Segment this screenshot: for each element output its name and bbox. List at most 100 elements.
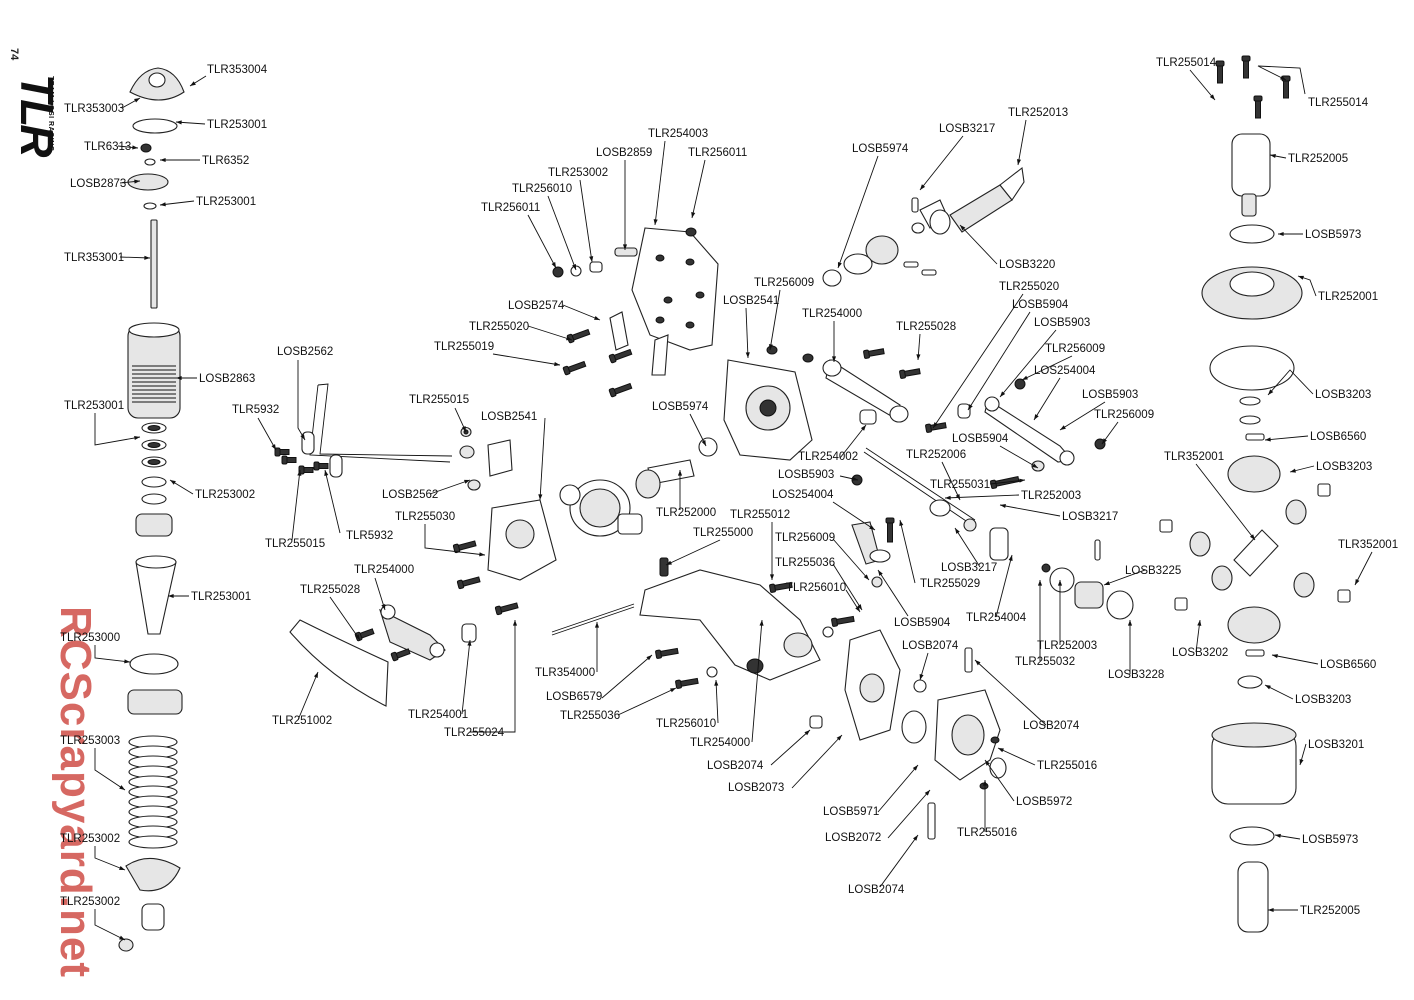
hub-bore: [951, 714, 985, 756]
leader-arrowhead: [1249, 534, 1255, 540]
shock-end: [141, 903, 165, 931]
part-label: TLR252005: [1288, 153, 1348, 165]
part-label: LOSB3220: [999, 259, 1055, 271]
leader-arrowhead: [324, 470, 329, 476]
leader-arrowhead: [852, 476, 858, 481]
part-label: LOSB6560: [1320, 659, 1376, 671]
spring-coil: [128, 835, 178, 849]
part-label: LOSB2074: [848, 884, 905, 896]
leader-line: [995, 554, 1013, 618]
leader-line: [999, 329, 1057, 398]
part-label: TLR255019: [434, 341, 494, 353]
part-label: TLR353003: [64, 103, 124, 115]
outdrive-cup: [989, 527, 1009, 561]
screw-shank: [570, 328, 591, 341]
leader-arrowhead: [745, 352, 750, 358]
dogbone: [863, 451, 973, 526]
part-label: LOSB2541: [723, 295, 779, 307]
leader-arrowhead: [1355, 579, 1360, 585]
leader-line: [1257, 65, 1306, 95]
leader-line: [94, 748, 126, 791]
tower-stud: [614, 247, 638, 257]
leader-line: [429, 479, 471, 495]
leader-arrowhead: [855, 606, 860, 612]
screw-shank: [678, 677, 699, 688]
leader-arrowhead: [622, 244, 628, 250]
o-ring: [843, 253, 873, 275]
shock-boot: [135, 561, 177, 635]
screw-head: [608, 353, 617, 364]
leader-arrowhead: [1057, 580, 1063, 586]
o-ring-hole: [147, 442, 161, 448]
part-label: TLR5932: [232, 404, 279, 416]
leader-arrowhead: [355, 634, 360, 640]
part-label: TLR254001: [408, 709, 468, 721]
cv-boot: [949, 184, 1013, 233]
diff-shim-block: [1317, 483, 1331, 497]
leader-line: [689, 413, 707, 447]
outdrive-cup-bottom: [1237, 861, 1269, 933]
leader-line: [1354, 551, 1373, 586]
washer: [706, 666, 718, 678]
screw-head: [1241, 55, 1251, 62]
spider-gear: [1189, 531, 1211, 557]
dogbone-edge: [865, 447, 976, 521]
leader-line: [527, 325, 573, 341]
screw-head: [456, 579, 465, 590]
screw-shank: [1283, 79, 1289, 99]
diff-spool: [1106, 590, 1134, 620]
washer: [144, 158, 156, 166]
nut: [1014, 378, 1026, 390]
leader-arrowhead: [912, 765, 918, 771]
leader-arrowhead: [836, 735, 842, 741]
leader-arrowhead: [464, 479, 470, 484]
part-label: TLR255032: [1015, 656, 1075, 668]
part-label: LOSB2541: [481, 411, 537, 423]
leader-line: [877, 764, 919, 813]
part-label: TLR256011: [688, 147, 747, 159]
screw-head: [281, 455, 288, 465]
part-label: TLR255000: [693, 527, 753, 539]
part-label: LOSB5973: [1305, 229, 1361, 241]
leader-line: [999, 445, 1039, 469]
set-screw: [298, 465, 314, 475]
part-label: TLR353004: [207, 64, 268, 76]
screw: [390, 648, 411, 662]
screw: [655, 647, 679, 659]
diff-outdrive: [617, 513, 643, 535]
leader-arrowhead: [119, 865, 125, 870]
part-label: LOSB5903: [778, 469, 834, 481]
leader-arrowhead: [714, 680, 719, 686]
screw: [885, 517, 895, 543]
leader-arrowhead: [160, 157, 166, 163]
cv-pin-ring: [911, 222, 925, 234]
leader-line: [877, 569, 909, 617]
leader-arrowhead: [1016, 159, 1022, 165]
cv-cup: [865, 235, 899, 265]
leader-line: [999, 504, 1061, 517]
screw-shank: [866, 348, 885, 358]
leader-arrowhead: [1032, 463, 1038, 468]
screw-shank: [1243, 59, 1249, 79]
leader-arrowhead: [1290, 468, 1296, 473]
part-label: LOSB3203: [1316, 461, 1372, 473]
part-label: TLR254000: [690, 737, 750, 749]
leader-arrowhead: [1102, 438, 1107, 444]
shock-body-top: [128, 322, 180, 338]
screw-head: [562, 365, 571, 376]
leader-line: [1195, 463, 1256, 541]
bearing: [989, 757, 1007, 779]
screw: [1253, 95, 1263, 119]
leader-arrowhead: [955, 528, 960, 534]
washer: [141, 493, 167, 505]
leader-arrowhead: [1265, 437, 1271, 442]
leader-line: [941, 461, 961, 501]
front-bumper: [289, 619, 389, 707]
leader-line: [424, 524, 486, 556]
leader-line: [94, 645, 131, 663]
leader-arrowhead: [759, 620, 764, 626]
leader-arrowhead: [769, 574, 775, 580]
screw-shank: [902, 368, 921, 378]
screw: [608, 348, 633, 364]
